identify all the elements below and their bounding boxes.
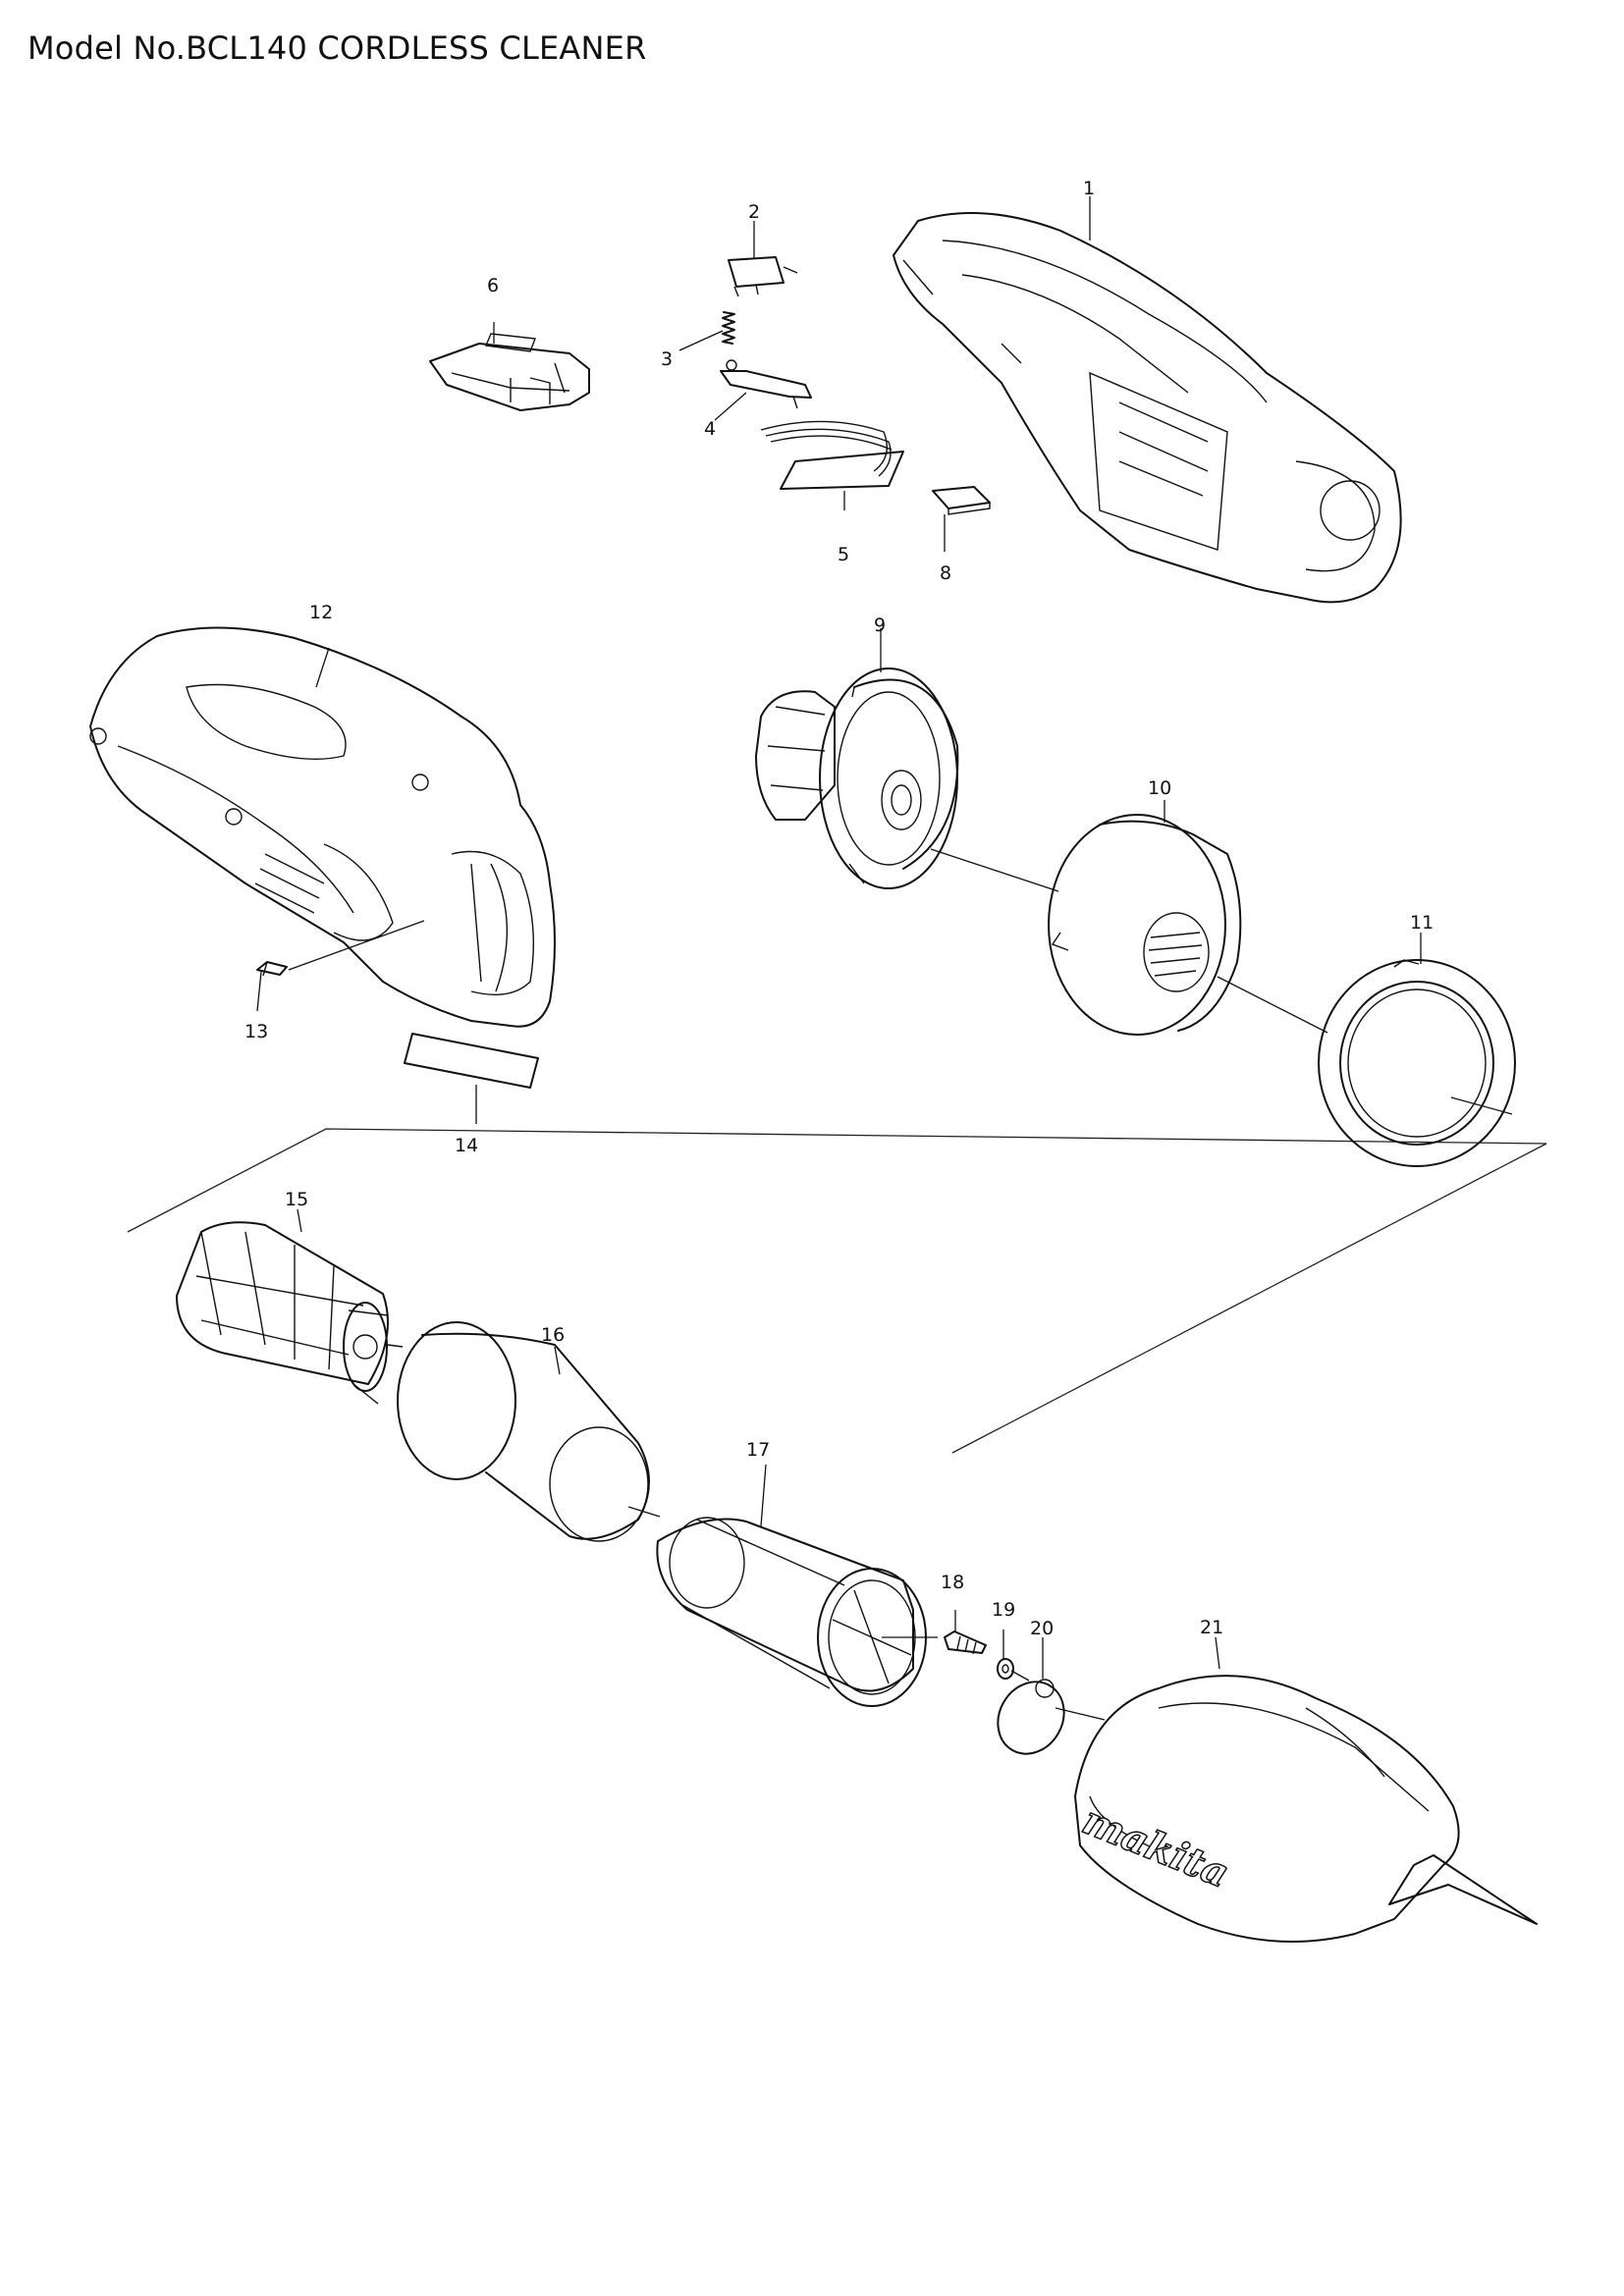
part-label-11: 11 xyxy=(1410,912,1434,934)
leader-lines xyxy=(256,196,1513,1721)
part-2-switch xyxy=(728,256,798,297)
makita-logo: makita xyxy=(1076,1797,1235,1897)
part-12-housing xyxy=(89,626,556,1028)
part-17-prefilter xyxy=(656,1517,927,1707)
part-label-16: 16 xyxy=(541,1324,565,1346)
part-1-housing xyxy=(893,212,1402,604)
part-8-pad xyxy=(932,486,991,515)
part-15-filter-cage xyxy=(176,1221,404,1405)
part-label-8: 8 xyxy=(940,562,951,584)
part-10-fan-cover xyxy=(1048,814,1242,1036)
part-5-wire-set xyxy=(760,420,904,490)
part-label-21: 21 xyxy=(1200,1617,1223,1638)
part-6-terminal xyxy=(429,333,590,411)
part-13-screw xyxy=(256,961,288,977)
part-18-screw xyxy=(944,1630,987,1655)
part-label-5: 5 xyxy=(838,544,849,565)
part-20-seal xyxy=(997,1679,1065,1755)
part-9-motor xyxy=(755,667,959,889)
part-label-9: 9 xyxy=(874,614,886,636)
part-21-dust-case: makita xyxy=(1074,1675,1538,1943)
part-label-18: 18 xyxy=(941,1572,964,1593)
part-label-14: 14 xyxy=(455,1135,478,1156)
part-4-lever xyxy=(720,359,812,409)
part-11-ring xyxy=(1318,959,1516,1167)
part-label-12: 12 xyxy=(309,602,333,623)
page-title: Model No.BCL140 CORDLESS CLEANER xyxy=(27,29,647,67)
part-label-20: 20 xyxy=(1030,1618,1054,1639)
part-14-label xyxy=(404,1033,539,1089)
part-19-washer xyxy=(997,1658,1014,1680)
part-16-cloth-filter xyxy=(397,1321,650,1542)
part-label-15: 15 xyxy=(285,1189,308,1210)
part-label-19: 19 xyxy=(992,1599,1015,1621)
part-label-17: 17 xyxy=(746,1439,770,1461)
assembly-frame xyxy=(127,1128,1547,1454)
part-label-2: 2 xyxy=(748,201,760,223)
part-3-spring xyxy=(722,311,735,345)
part-label-10: 10 xyxy=(1148,777,1171,799)
part-label-4: 4 xyxy=(704,418,716,440)
part-label-13: 13 xyxy=(244,1021,268,1042)
part-label-3: 3 xyxy=(661,348,673,370)
part-label-1: 1 xyxy=(1083,178,1095,199)
part-label-6: 6 xyxy=(487,275,499,296)
part-labels: 1 2 3 4 5 6 8 9 10 11 12 13 14 15 16 17 … xyxy=(244,178,1434,1639)
